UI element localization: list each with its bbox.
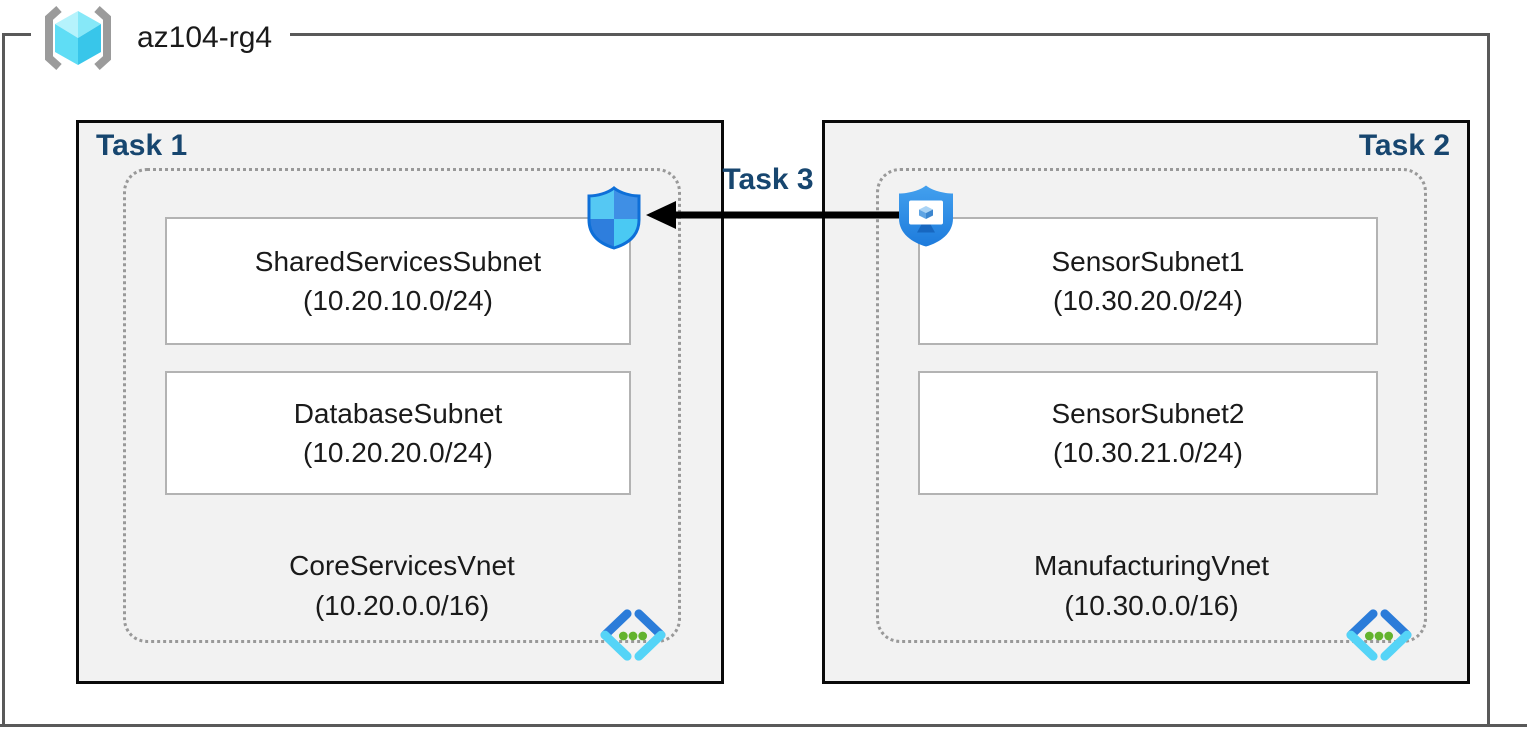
manufacturing-vnet-caption: ManufacturingVnet (10.30.0.0/16)	[879, 546, 1424, 626]
manufacturing-vnet-boundary: SensorSubnet1 (10.30.20.0/24) SensorSubn…	[876, 168, 1427, 661]
subnet-cidr: (10.20.10.0/24)	[303, 285, 493, 316]
network-security-group-icon	[587, 186, 641, 250]
subnet-name: SensorSubnet2	[1051, 398, 1245, 429]
virtual-network-icon	[1346, 609, 1412, 661]
task3-arrow	[646, 201, 902, 229]
resource-group-icon	[45, 6, 111, 70]
vnet-cidr: (10.20.0.0/16)	[314, 590, 490, 621]
vnet-cidr: (10.30.0.0/16)	[1064, 590, 1239, 621]
subnet-cidr: (10.30.21.0/24)	[1053, 437, 1243, 468]
application-security-group-icon	[899, 185, 953, 247]
core-services-vnet-caption: CoreServicesVnet (10.20.0.0/16)	[126, 546, 678, 626]
sensor-subnet2-box: SensorSubnet2 (10.30.21.0/24)	[918, 371, 1378, 495]
subnet-cidr: (10.20.20.0/24)	[303, 437, 493, 468]
resource-group-name: az104-rg4	[137, 21, 273, 54]
sensor-subnet1-box: SensorSubnet1 (10.30.20.0/24)	[918, 217, 1378, 345]
task3-label: Task 3	[722, 163, 814, 196]
shared-services-subnet-box: SharedServicesSubnet (10.20.10.0/24)	[165, 217, 631, 345]
core-services-vnet-boundary: SharedServicesSubnet (10.20.10.0/24) Dat…	[123, 168, 681, 661]
frame-bottom-line	[0, 724, 1527, 727]
task2-label: Task 2	[1358, 129, 1450, 162]
task1-box: Task 1 SharedServicesSubnet (10.20.10.0/…	[76, 120, 724, 684]
subnet-name: DatabaseSubnet	[293, 398, 503, 429]
task1-label: Task 1	[96, 129, 188, 162]
resource-group-frame: az104-rg4	[2, 2, 1490, 727]
virtual-network-icon	[600, 609, 666, 661]
vnet-name: CoreServicesVnet	[289, 550, 515, 581]
subnet-name: SensorSubnet1	[1051, 246, 1245, 277]
subnet-name: SharedServicesSubnet	[254, 246, 542, 277]
database-subnet-box: DatabaseSubnet (10.20.20.0/24)	[165, 371, 631, 495]
resource-group-legend: az104-rg4	[31, 2, 291, 74]
subnet-cidr: (10.30.20.0/24)	[1053, 285, 1243, 316]
vnet-name: ManufacturingVnet	[1033, 550, 1270, 581]
